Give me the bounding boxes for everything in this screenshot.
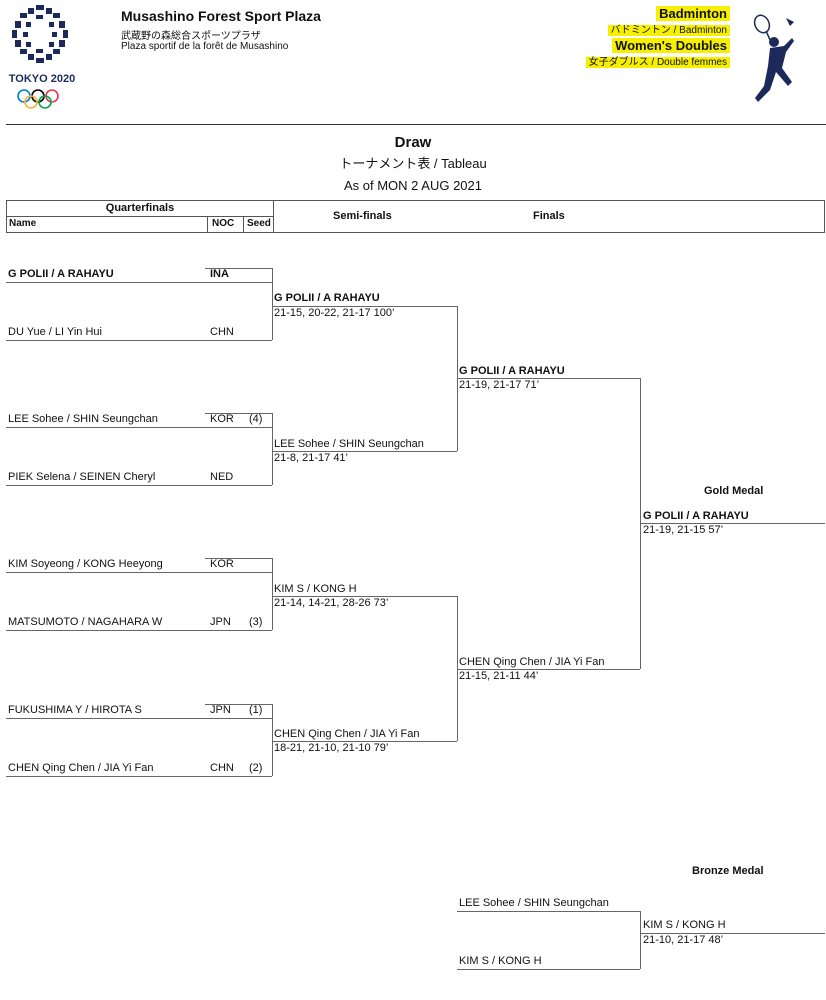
qf-seed: (2) [249, 762, 263, 774]
qf-player-name: LEE Sohee / SHIN Seungchan [8, 413, 158, 425]
bronze-medal-label: Bronze Medal [692, 865, 764, 877]
bracket-line [641, 523, 825, 524]
sf-score-1: 21-15, 20-22, 21-17 100’ [274, 307, 395, 319]
sport-subtitle: バドミントン / Badminton [607, 25, 730, 36]
gold-medal-label: Gold Medal [704, 485, 764, 497]
bracket-line [273, 306, 457, 307]
qf-seed: (1) [249, 704, 263, 716]
column-header: Quarterfinals Name NOC Seed Semi-finals … [6, 200, 825, 233]
bracket-line [6, 718, 272, 719]
qf-seed: (3) [249, 616, 263, 628]
bracket-line [641, 933, 825, 934]
venue-title: Musashino Forest Sport Plaza [121, 8, 321, 24]
final-score-1: 21-19, 21-17 71’ [459, 379, 540, 391]
badminton-player-icon [748, 12, 804, 108]
seed-header: Seed [247, 218, 271, 229]
sf-score-3: 21-14, 14-21, 28-26 73’ [274, 597, 389, 609]
noc-header: NOC [212, 218, 235, 229]
bracket-connector [640, 911, 641, 969]
page-title: Draw [394, 134, 432, 151]
bracket-line [205, 413, 272, 414]
logo-text: TOKYO 2020 [9, 73, 75, 85]
bracket-connector [272, 704, 273, 776]
quarterfinals-header: Quarterfinals [105, 202, 175, 214]
qf-player-name: G POLII / A RAHAYU [8, 268, 114, 280]
bracket-line [205, 558, 272, 559]
sf-winner-2: LEE Sohee / SHIN Seungchan [274, 438, 424, 450]
bracket-connector [272, 558, 273, 630]
qf-player-name: PIEK Selena / SEINEN Cheryl [8, 471, 156, 483]
header-divider-noc [207, 216, 208, 233]
qf-noc: JPN [210, 704, 231, 716]
sport-name: Badminton [656, 6, 730, 21]
venue-japanese: 武蔵野の森総合スポーツプラザ [121, 31, 261, 42]
header-divider [6, 124, 826, 125]
bronze-player-1: LEE Sohee / SHIN Seungchan [459, 897, 609, 909]
bracket-line [458, 669, 640, 670]
sf-score-4: 18-21, 21-10, 21-10 79’ [274, 742, 389, 754]
qf-noc: JPN [210, 616, 231, 628]
qf-noc: KOR [210, 558, 234, 570]
header-subrule [7, 216, 273, 217]
qf-player-name: FUKUSHIMA Y / HIROTA S [8, 704, 142, 716]
qf-player-name: DU Yue / LI Yin Hui [8, 326, 102, 338]
sf-winner-4: CHEN Qing Chen / JIA Yi Fan [274, 728, 420, 740]
header-divider-qf [273, 201, 274, 233]
bracket-line [6, 572, 272, 573]
qf-noc: CHN [210, 762, 234, 774]
bracket-line [273, 451, 457, 452]
qf-player-name: MATSUMOTO / NAGAHARA W [8, 616, 163, 628]
bracket-connector [272, 413, 273, 485]
name-header: Name [9, 218, 37, 229]
event-block: Badminton バドミントン / Badminton Women's Dou… [580, 6, 730, 70]
bracket-line [6, 282, 272, 283]
bracket-line [6, 340, 272, 341]
qf-player-name: KIM Soyeong / KONG Heeyong [8, 558, 163, 570]
bracket-line [6, 776, 272, 777]
qf-player-name: CHEN Qing Chen / JIA Yi Fan [8, 762, 154, 774]
event-name: Women's Doubles [612, 38, 730, 53]
sf-winner-3: KIM S / KONG H [274, 583, 357, 595]
bracket-line [205, 704, 272, 705]
bronze-player-2: KIM S / KONG H [459, 955, 542, 967]
bracket-line [6, 427, 272, 428]
qf-seed: (4) [249, 413, 263, 425]
bracket-line [458, 378, 640, 379]
page-subtitle: トーナメント表 / Tableau [339, 156, 487, 171]
bracket-line [273, 596, 457, 597]
bracket-connector [272, 268, 273, 340]
bracket-line [6, 630, 272, 631]
qf-noc: CHN [210, 326, 234, 338]
finals-header: Finals [533, 210, 565, 222]
qf-noc: NED [210, 471, 234, 483]
bracket-line [457, 969, 640, 970]
gold-medal-winner: G POLII / A RAHAYU [643, 510, 749, 522]
bronze-medal-winner: KIM S / KONG H [643, 919, 726, 931]
event-subtitle: 女子ダブルス / Double femmes [585, 57, 730, 68]
sf-score-2: 21-8, 21-17 41’ [274, 452, 348, 464]
venue-french: Plaza sportif de la forêt de Musashino [121, 41, 289, 52]
qf-noc: INA [210, 268, 229, 280]
final-winner-2: CHEN Qing Chen / JIA Yi Fan [459, 656, 605, 668]
semifinals-header: Semi-finals [333, 210, 392, 222]
final-score-2: 21-15, 21-11 44’ [459, 670, 539, 682]
bracket-line [457, 911, 640, 912]
olympic-emblem-icon: TOKYO 2020 [9, 5, 75, 109]
bracket-line [205, 268, 272, 269]
final-winner-1: G POLII / A RAHAYU [459, 365, 565, 377]
bronze-medal-score: 21-10, 21-17 48’ [643, 934, 724, 946]
sf-winner-1: G POLII / A RAHAYU [274, 292, 380, 304]
bracket-connector [457, 596, 458, 741]
bracket-line [6, 485, 272, 486]
bracket-line [273, 741, 457, 742]
qf-noc: KOR [210, 413, 234, 425]
tokyo2020-logo: TOKYO 2020 [6, 2, 78, 114]
bracket-connector [457, 306, 458, 451]
header-divider-seed [243, 216, 244, 233]
bracket-connector [640, 378, 641, 669]
gold-medal-score: 21-19, 21-15 57’ [643, 524, 724, 536]
as-of-date: As of MON 2 AUG 2021 [343, 178, 482, 193]
